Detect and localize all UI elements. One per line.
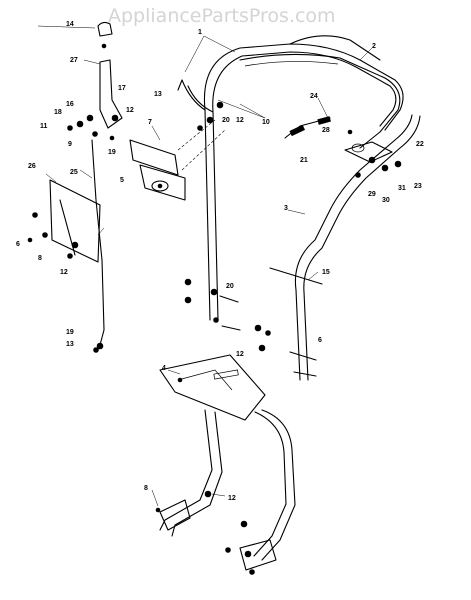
callout-12d: 12 <box>228 495 236 502</box>
callout-11: 11 <box>40 123 48 130</box>
callout-15: 15 <box>322 269 330 276</box>
callout-6b: 6 <box>318 337 322 344</box>
callout-12e: 12 <box>126 107 134 114</box>
callout-8a: 8 <box>38 255 42 262</box>
callout-30: 30 <box>382 197 390 204</box>
upper-handle <box>177 35 421 381</box>
callout-20b: 20 <box>226 283 234 290</box>
callout-13b: 13 <box>66 341 74 348</box>
callout-22: 22 <box>416 141 424 148</box>
lever-assembly <box>67 21 123 141</box>
callout-10: 10 <box>262 119 270 126</box>
callout-labels: 1 2 3 4 5 6 6 7 8 8 9 10 11 12 12 12 12 … <box>16 21 424 502</box>
cable-24 <box>284 116 331 139</box>
callout-9: 9 <box>68 141 72 148</box>
callout-13a: 13 <box>154 91 162 98</box>
side-plate-26 <box>27 179 101 263</box>
callout-25: 25 <box>70 169 78 176</box>
callout-12b: 12 <box>60 269 68 276</box>
callout-26: 26 <box>28 163 36 170</box>
callout-5: 5 <box>120 177 124 184</box>
callout-23: 23 <box>414 183 422 190</box>
callout-24: 24 <box>310 93 318 100</box>
callout-8b: 8 <box>144 485 148 492</box>
callout-20a: 20 <box>222 117 230 124</box>
callout-16: 16 <box>66 101 74 108</box>
callout-31: 31 <box>398 185 406 192</box>
callout-28: 28 <box>322 127 330 134</box>
control-plate <box>129 119 226 201</box>
callout-19a: 19 <box>108 149 116 156</box>
control-bar <box>239 53 401 149</box>
callout-4: 4 <box>162 365 166 372</box>
watermark: AppliancePartsPros.com <box>108 5 336 27</box>
leader-lines <box>37 25 373 507</box>
callout-21: 21 <box>300 157 308 164</box>
callout-3: 3 <box>284 205 288 212</box>
callout-7: 7 <box>148 119 152 126</box>
lower-handle <box>93 347 296 575</box>
callout-12c: 12 <box>236 351 244 358</box>
rod-25 <box>91 139 105 350</box>
callout-27: 27 <box>70 57 78 64</box>
callout-29: 29 <box>368 191 376 198</box>
callout-6a: 6 <box>16 241 20 248</box>
callout-18: 18 <box>54 109 62 116</box>
right-bracket <box>344 129 402 178</box>
callout-1: 1 <box>198 29 202 36</box>
callout-19b: 19 <box>66 329 74 336</box>
handle-fasteners <box>184 101 323 377</box>
callout-17: 17 <box>118 85 126 92</box>
callout-14: 14 <box>66 21 74 28</box>
callout-2: 2 <box>372 43 376 50</box>
callout-12a: 12 <box>236 117 244 124</box>
